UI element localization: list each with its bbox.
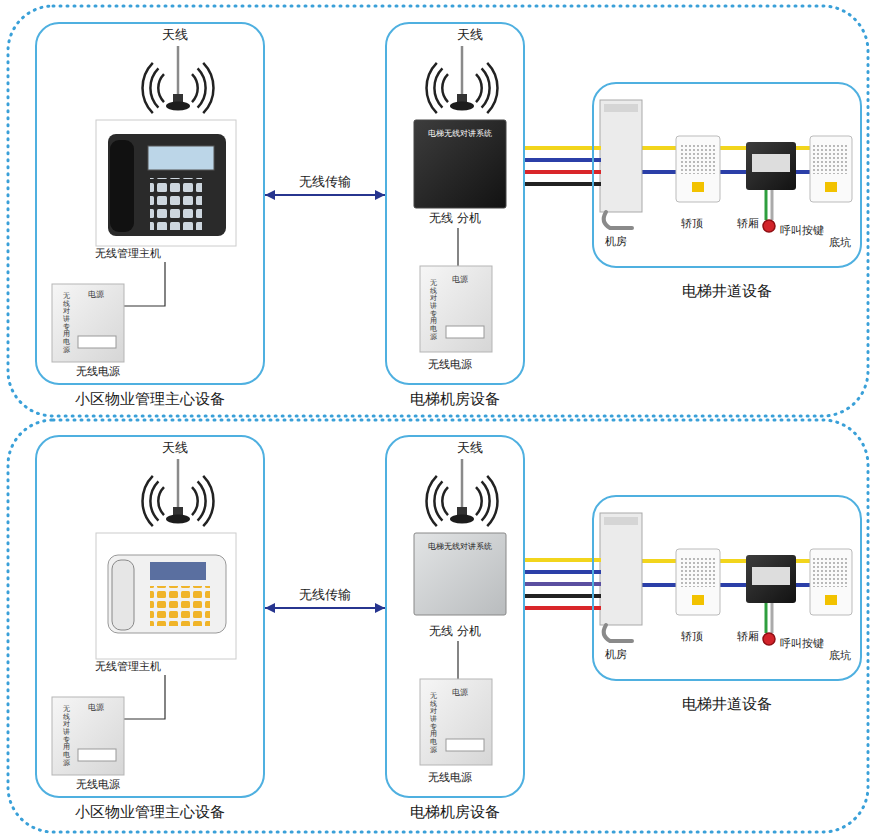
equipment-box: 电梯机房设备 (385, 435, 525, 798)
group-heading: 电梯井道设备 (682, 695, 772, 714)
wire (525, 558, 592, 562)
device-caption: 电源 (88, 290, 104, 300)
device-caption: 电源 (452, 275, 468, 285)
device-caption: 电梯无线对讲系统 (428, 542, 492, 552)
device-caption: 机房 (605, 235, 627, 248)
illustration-part (150, 178, 202, 230)
device-caption: 呼叫按键 (780, 637, 824, 650)
device-caption: 天线 (457, 440, 483, 456)
host-phone (108, 134, 226, 236)
device-caption: 轿顶 (681, 217, 703, 230)
equipment-box: 小区物业管理主心设备 (35, 435, 265, 798)
group-outline (8, 420, 868, 832)
equipment-box: 电梯机房设备 (385, 22, 525, 385)
illustration-part (150, 586, 210, 626)
panel-art (52, 46, 852, 362)
device-caption: 电源 (88, 703, 104, 713)
device-caption: 电源 (452, 688, 468, 698)
device-caption: 无线电源 (428, 358, 472, 371)
wire (525, 182, 592, 186)
device-caption-vertical: 无线对讲专用电源 (63, 292, 70, 354)
wire (525, 146, 592, 150)
wire (525, 570, 592, 574)
illustration-part (108, 555, 226, 633)
device-caption-vertical: 无线对讲专用电源 (63, 705, 70, 767)
illustration-part (110, 140, 134, 232)
host-phone (108, 555, 226, 633)
wire (525, 594, 592, 598)
device-caption-vertical: 无线对讲专用电源 (430, 692, 437, 754)
device-caption: 轿厢 (737, 630, 759, 643)
device-caption: 电梯无线对讲系统 (428, 129, 492, 139)
device-caption: 无线电源 (76, 365, 120, 378)
group-heading: 小区物业管理主心设备 (75, 390, 225, 409)
group-outline (8, 6, 868, 416)
device-caption: 无线管理主机 (95, 660, 161, 673)
wireless-link-arrow (265, 194, 385, 196)
equipment-box: 电梯井道设备 (592, 82, 862, 268)
group-heading: 小区物业管理主心设备 (75, 803, 225, 822)
device-caption: 无线电源 (76, 778, 120, 791)
wire (525, 582, 592, 586)
device-caption: 无线 分机 (429, 624, 480, 638)
device-caption: 无线管理主机 (95, 247, 161, 260)
device-caption: 底坑 (829, 236, 851, 249)
equipment-box: 电梯井道设备 (592, 495, 862, 681)
wire (525, 170, 592, 174)
group-heading: 电梯机房设备 (410, 390, 500, 409)
wireless-link-arrow (265, 607, 385, 609)
device-caption: 天线 (162, 27, 188, 43)
device-caption: 呼叫按键 (780, 224, 824, 237)
device-caption: 天线 (457, 27, 483, 43)
wireless-unit (414, 120, 506, 208)
illustration-part (148, 146, 214, 170)
group-heading: 电梯井道设备 (682, 282, 772, 301)
wireless-unit (414, 533, 506, 615)
illustration-part (108, 134, 226, 236)
link-label: 无线传输 (296, 586, 354, 604)
equipment-box: 小区物业管理主心设备 (35, 22, 265, 385)
device-caption: 天线 (162, 440, 188, 456)
link-label: 无线传输 (296, 173, 354, 191)
device-caption: 底坑 (829, 649, 851, 662)
wire (525, 158, 592, 162)
illustration-part (112, 560, 134, 630)
device-caption: 机房 (605, 648, 627, 661)
device-caption: 轿厢 (737, 217, 759, 230)
illustration-part (150, 562, 206, 580)
device-caption: 无线 分机 (429, 211, 480, 225)
device-caption: 轿顶 (681, 630, 703, 643)
group-heading: 电梯机房设备 (410, 803, 500, 822)
wire (525, 606, 592, 610)
device-caption-vertical: 无线对讲专用电源 (430, 279, 437, 341)
panel-art (52, 459, 852, 775)
device-caption: 无线电源 (428, 771, 472, 784)
